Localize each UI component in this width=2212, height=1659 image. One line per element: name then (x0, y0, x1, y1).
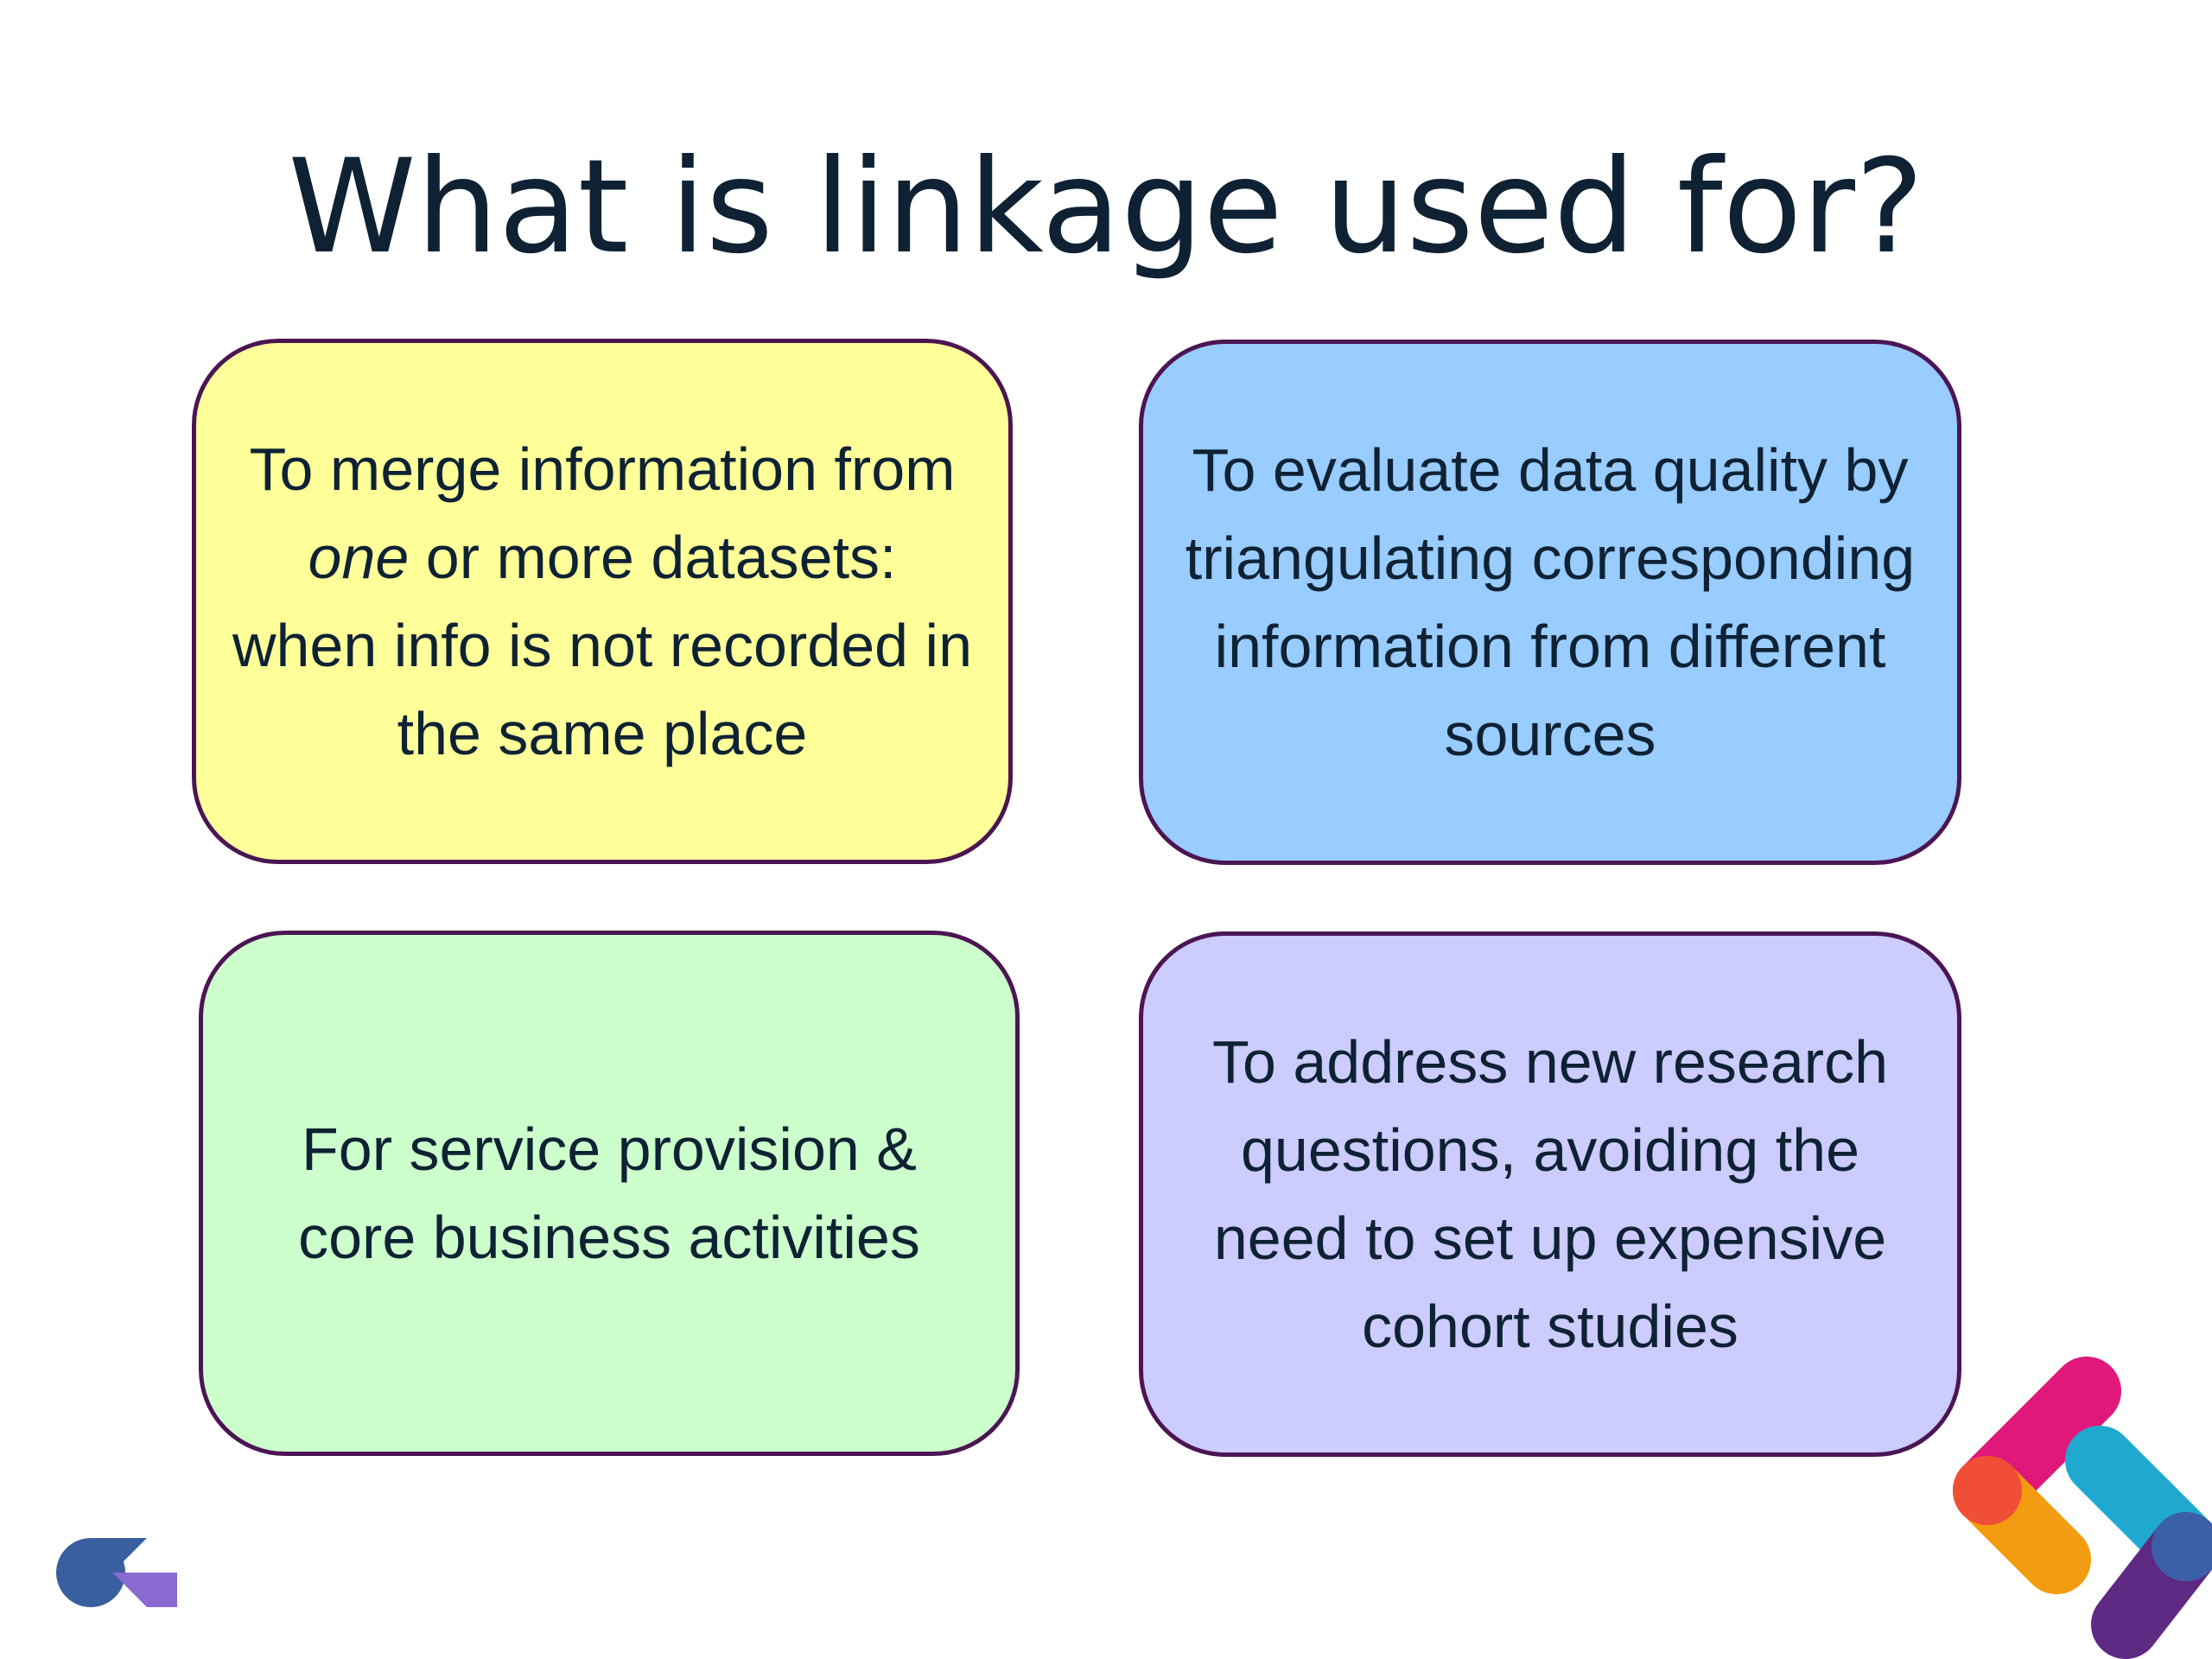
merge-information-box: To merge information from one or more da… (192, 339, 1013, 864)
merge-emphasis-word: one (308, 524, 410, 591)
research-questions-box: To address new research questions, avoid… (1139, 931, 1961, 1457)
chevron-logo-icon (56, 1538, 177, 1607)
evaluate-data-quality-text: To evaluate data quality by triangulatin… (1185, 436, 1916, 768)
merge-information-text: To merge information from one or more da… (231, 425, 974, 778)
service-provision-box: For service provision & core business ac… (199, 931, 1020, 1456)
merge-text-after: or more datasets: when info is not recor… (232, 524, 973, 767)
multicolor-chevron-logo-icon (1953, 1357, 2212, 1659)
evaluate-data-quality-box: To evaluate data quality by triangulatin… (1139, 340, 1961, 865)
slide-title: What is linkage used for? (288, 132, 1924, 283)
merge-text-before: To merge information from (249, 435, 956, 503)
research-questions-text: To address new research questions, avoid… (1211, 1028, 1889, 1360)
service-provision-text: For service provision & core business ac… (298, 1116, 920, 1271)
